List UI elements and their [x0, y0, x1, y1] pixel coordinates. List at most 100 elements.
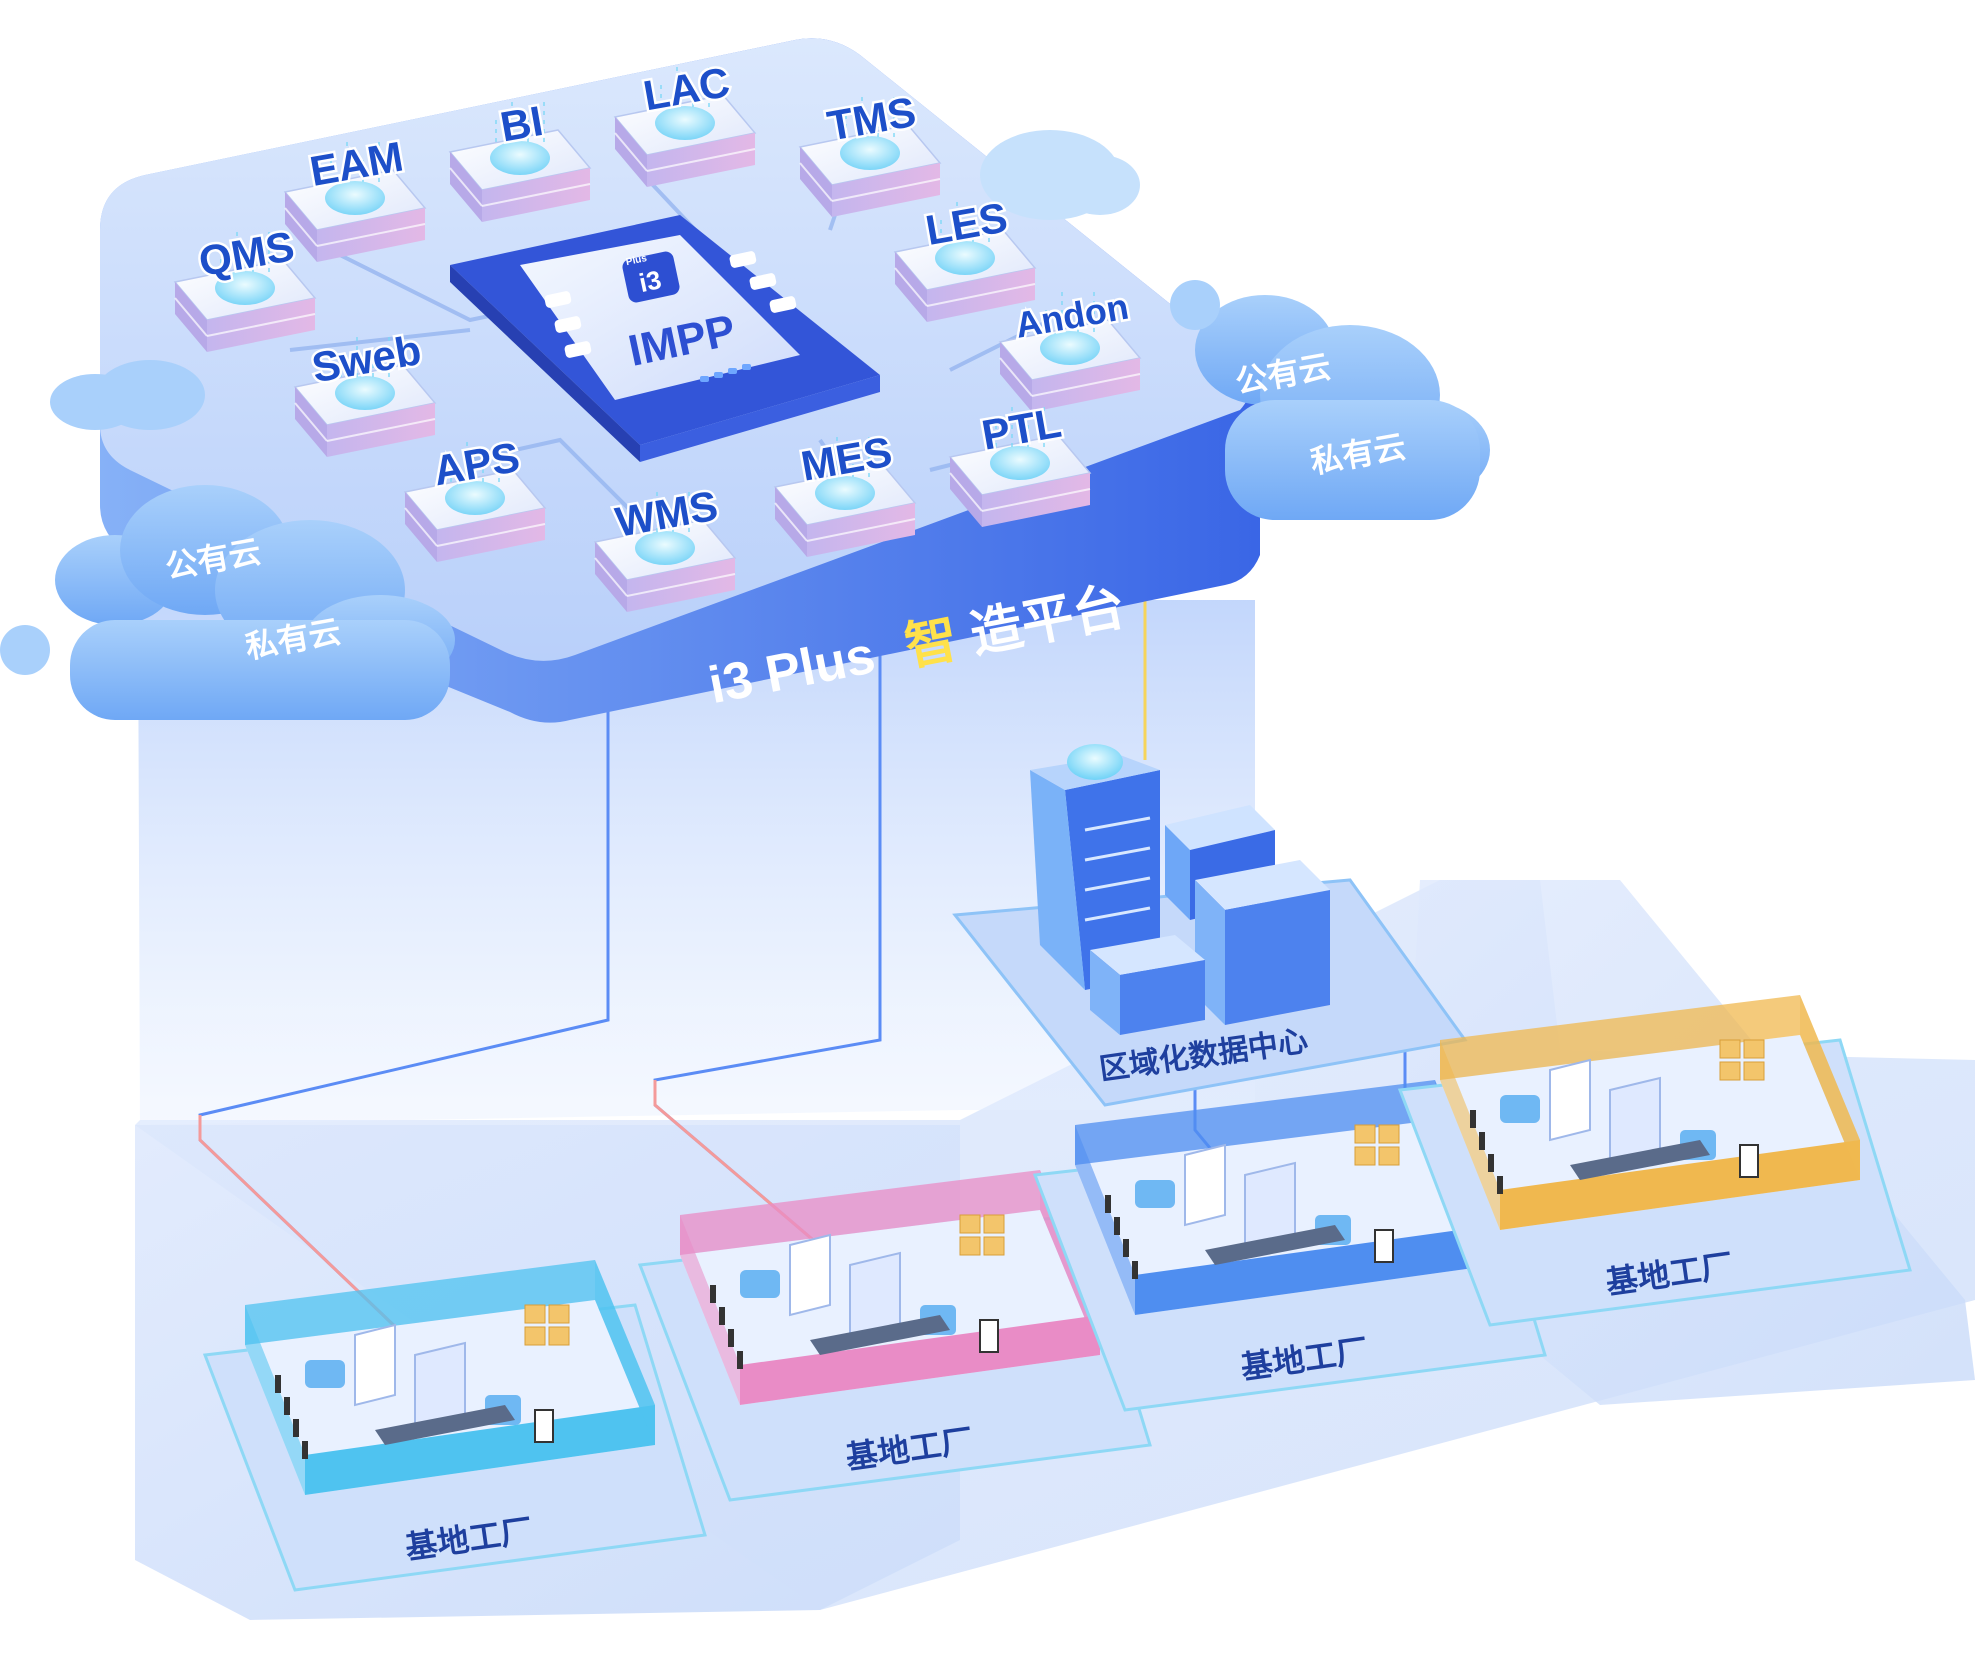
factory-window: [284, 1397, 290, 1415]
factory-window: [275, 1375, 281, 1393]
factory-conveyor: [1205, 1225, 1345, 1265]
factory-window: [1488, 1154, 1494, 1172]
data-center-tower-side: [1030, 770, 1085, 990]
module-orb: [815, 476, 875, 510]
factory-conveyor: [375, 1405, 515, 1445]
module-stripe: [774, 502, 808, 542]
module-orb: [840, 136, 900, 170]
module-orb: [655, 106, 715, 140]
data-center-cabinet-side: [1090, 950, 1120, 1035]
chip-indicator-dots: [700, 364, 751, 382]
module-stripe: [404, 507, 438, 547]
module-orb: [445, 481, 505, 515]
factory-crate: [1743, 1061, 1765, 1081]
module-stripe: [949, 472, 983, 512]
regional-data-center[interactable]: 区域化数据中心: [952, 744, 1468, 1107]
factory-machine: [354, 1323, 396, 1407]
factory-window: [719, 1307, 725, 1325]
module-stripe: [831, 178, 941, 202]
module-bi[interactable]: BI: [448, 94, 592, 222]
factory-crate: [524, 1326, 546, 1346]
module-stripe: [614, 132, 648, 172]
factory-robot: [1500, 1095, 1540, 1123]
factory-crate: [983, 1236, 1005, 1256]
module-stripe: [436, 523, 546, 547]
factory-window: [737, 1351, 743, 1369]
factory-door: [534, 1409, 554, 1443]
factory-left-wall: [680, 1215, 740, 1405]
factory-crate: [959, 1236, 981, 1256]
factory-crate: [1378, 1124, 1400, 1144]
factory-crate: [1719, 1039, 1741, 1059]
factory-crate: [1719, 1061, 1741, 1081]
module-ptl[interactable]: PTL: [948, 396, 1092, 527]
data-center-tower-front: [1065, 770, 1160, 990]
factory-window: [1105, 1195, 1111, 1213]
module-stripe: [999, 357, 1033, 397]
factory-robot: [305, 1360, 345, 1388]
module-stripe: [626, 573, 736, 597]
module-tms[interactable]: TMS: [798, 85, 942, 217]
factory-back-wall: [1075, 1080, 1435, 1165]
factory-crate: [548, 1304, 570, 1324]
module-andon[interactable]: Andon: [998, 283, 1142, 412]
chip-pins: [544, 251, 797, 358]
module-eam[interactable]: EAM: [283, 130, 427, 262]
module-stripe: [206, 313, 316, 337]
module-stripe: [806, 518, 916, 542]
factory-front-wall: [740, 1315, 1100, 1405]
module-orb: [215, 271, 275, 305]
factory-window: [1497, 1176, 1503, 1194]
factory-machine: [1549, 1058, 1591, 1142]
module-stripe: [894, 267, 928, 307]
cloud-left-bottom: [0, 485, 455, 720]
factory-machine: [1184, 1143, 1226, 1227]
module-mes[interactable]: MES: [773, 425, 917, 557]
data-center-rack-top: [1195, 860, 1330, 910]
module-lac[interactable]: LAC: [613, 56, 757, 187]
module-orb: [325, 181, 385, 215]
factory-window: [293, 1419, 299, 1437]
factory-window: [302, 1441, 308, 1459]
module-stripe: [1031, 373, 1141, 397]
module-stripe: [449, 167, 483, 207]
module-aps[interactable]: APS: [403, 431, 547, 562]
factory-conveyor: [1570, 1140, 1710, 1180]
factory-window: [1132, 1261, 1138, 1279]
data-center-cabinet-front: [1120, 960, 1205, 1035]
factory-robot: [740, 1270, 780, 1298]
module-stripe: [981, 488, 1091, 512]
factory-back-wall: [245, 1260, 595, 1345]
factory-left-wall: [1440, 1040, 1500, 1230]
cloud-group: 公有云 私有云 公有云 私有云: [0, 130, 1490, 720]
base-factory-1[interactable]: 基地工厂: [202, 1260, 707, 1592]
module-orb: [1040, 331, 1100, 365]
factory-robot: [1135, 1180, 1175, 1208]
module-stripe: [594, 557, 628, 597]
platform-title-highlight: 智: [900, 609, 963, 678]
factory-window: [710, 1285, 716, 1303]
factory-door: [1739, 1144, 1759, 1178]
module-wms[interactable]: WMS: [593, 479, 737, 612]
base-factory-4[interactable]: 基地工厂: [1397, 995, 1912, 1327]
factory-window: [728, 1329, 734, 1347]
data-center-rack-front: [1225, 890, 1330, 1025]
module-orb: [935, 241, 995, 275]
factory-left-wall: [1075, 1125, 1135, 1315]
cloud-right: [980, 130, 1490, 520]
module-stripe: [316, 223, 426, 247]
factory-front-wall: [1500, 1140, 1860, 1230]
link-platform-to-factory-1-pink: [198, 1115, 432, 1362]
module-sweb[interactable]: Sweb: [293, 324, 437, 457]
factory-crate: [1354, 1124, 1376, 1144]
module-qms[interactable]: QMS: [173, 220, 317, 352]
factory-crate: [1743, 1039, 1765, 1059]
data-center-cabinet-top: [1090, 935, 1205, 975]
impp-core-chip[interactable]: i3 Plus IMPP: [450, 215, 880, 462]
factory-window: [1114, 1217, 1120, 1235]
module-les[interactable]: LES: [893, 191, 1037, 322]
factory-back-wall: [1440, 995, 1800, 1080]
